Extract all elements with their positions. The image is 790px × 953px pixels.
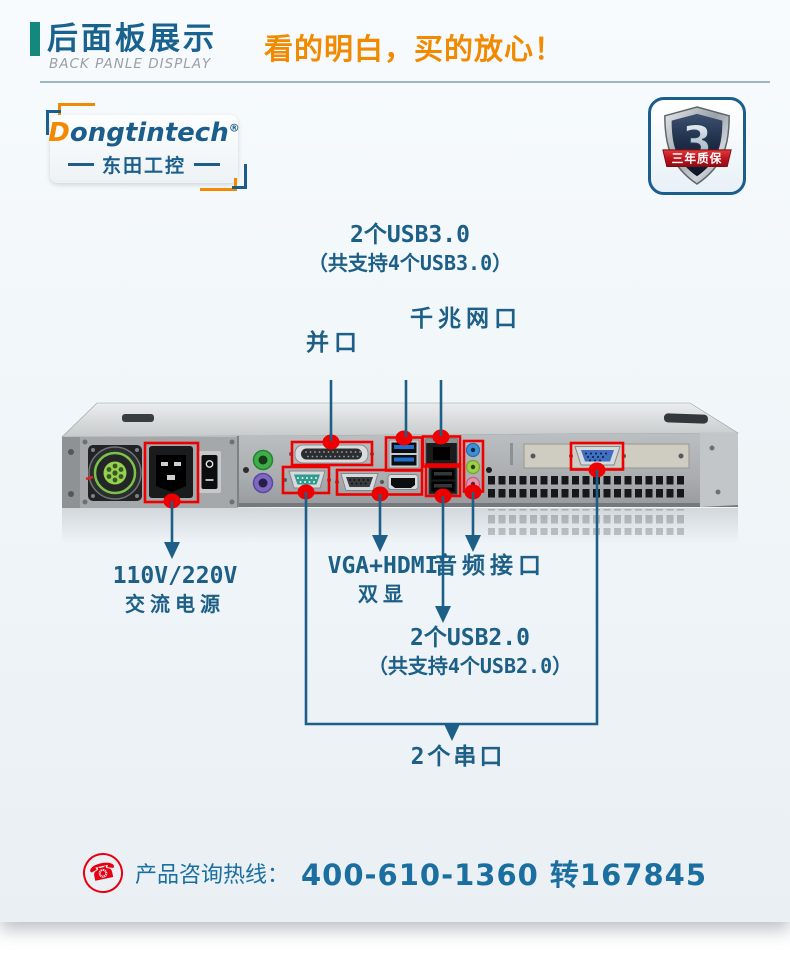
hotline-number: 400-610-1360 转167845 [300,858,708,892]
title-accent-bar [30,22,40,56]
brand-name-cn: 东田工控 [101,154,186,177]
annotation-serial: 2个串口 [410,744,506,770]
page-title: 后面板展示 [47,21,217,57]
annotation-power: 110V/220V 交流电源 [112,563,238,616]
logo-corner-bracket-blue-br [232,164,247,189]
annotation-usb2: 2个USB2.0 （共支持4个USB2.0） [367,625,573,678]
annotation-display: VGA+HDMI 双显 [327,553,439,606]
header-divider [40,81,770,83]
power-inlet [149,446,193,498]
logo-corner-bracket-orange-tl [58,103,95,116]
logo-corner-bracket-blue-tl [46,110,61,135]
warranty-shield-icon: 3 三年质保 [662,106,732,185]
hdmi-port [387,474,419,490]
slogan-text: 看的明白，买的放心！ [264,32,565,66]
hotline-label: 产品咨询热线： [134,863,289,888]
svg-text:三年质保: 三年质保 [672,152,723,166]
vga-port [335,473,384,491]
content-card: 后面板展示 BACK PANLE DISPLAY 看的明白，买的放心！ Dong… [0,0,790,922]
svg-text:3: 3 [682,118,712,168]
annotation-arrows [164,380,599,741]
logo-dash [194,162,220,166]
power-switch [198,451,221,493]
server-rear-panel-illustration [61,380,740,741]
warranty-badge: 3 三年质保 [648,97,746,195]
annotation-audio: 音频接口 [434,553,546,579]
serial-port-right [569,446,626,466]
brand-name-en: Dongtintech® [48,118,240,149]
hotline-bar: ☎ 产品咨询热线： 400-610-1360 转167845 [0,849,790,897]
fan [85,445,142,501]
brand-logo: Dongtintech® 东田工控 [48,115,240,183]
audio-jacks [465,442,492,492]
parallel-port [289,444,374,464]
ps2-ports [252,449,274,494]
logo-dash [67,162,94,166]
vent-grille [488,476,685,535]
page-subtitle: BACK PANLE DISPLAY [49,56,212,72]
annotation-parallel: 并口 [306,330,362,356]
registered-mark: ® [228,121,240,135]
annotation-lan: 千兆网口 [410,306,522,332]
logo-corner-bracket-orange-br [200,178,237,191]
phone-icon: ☎ [79,849,127,897]
annotation-usb3: 2个USB3.0 （共支持4个USB3.0） [307,222,513,275]
